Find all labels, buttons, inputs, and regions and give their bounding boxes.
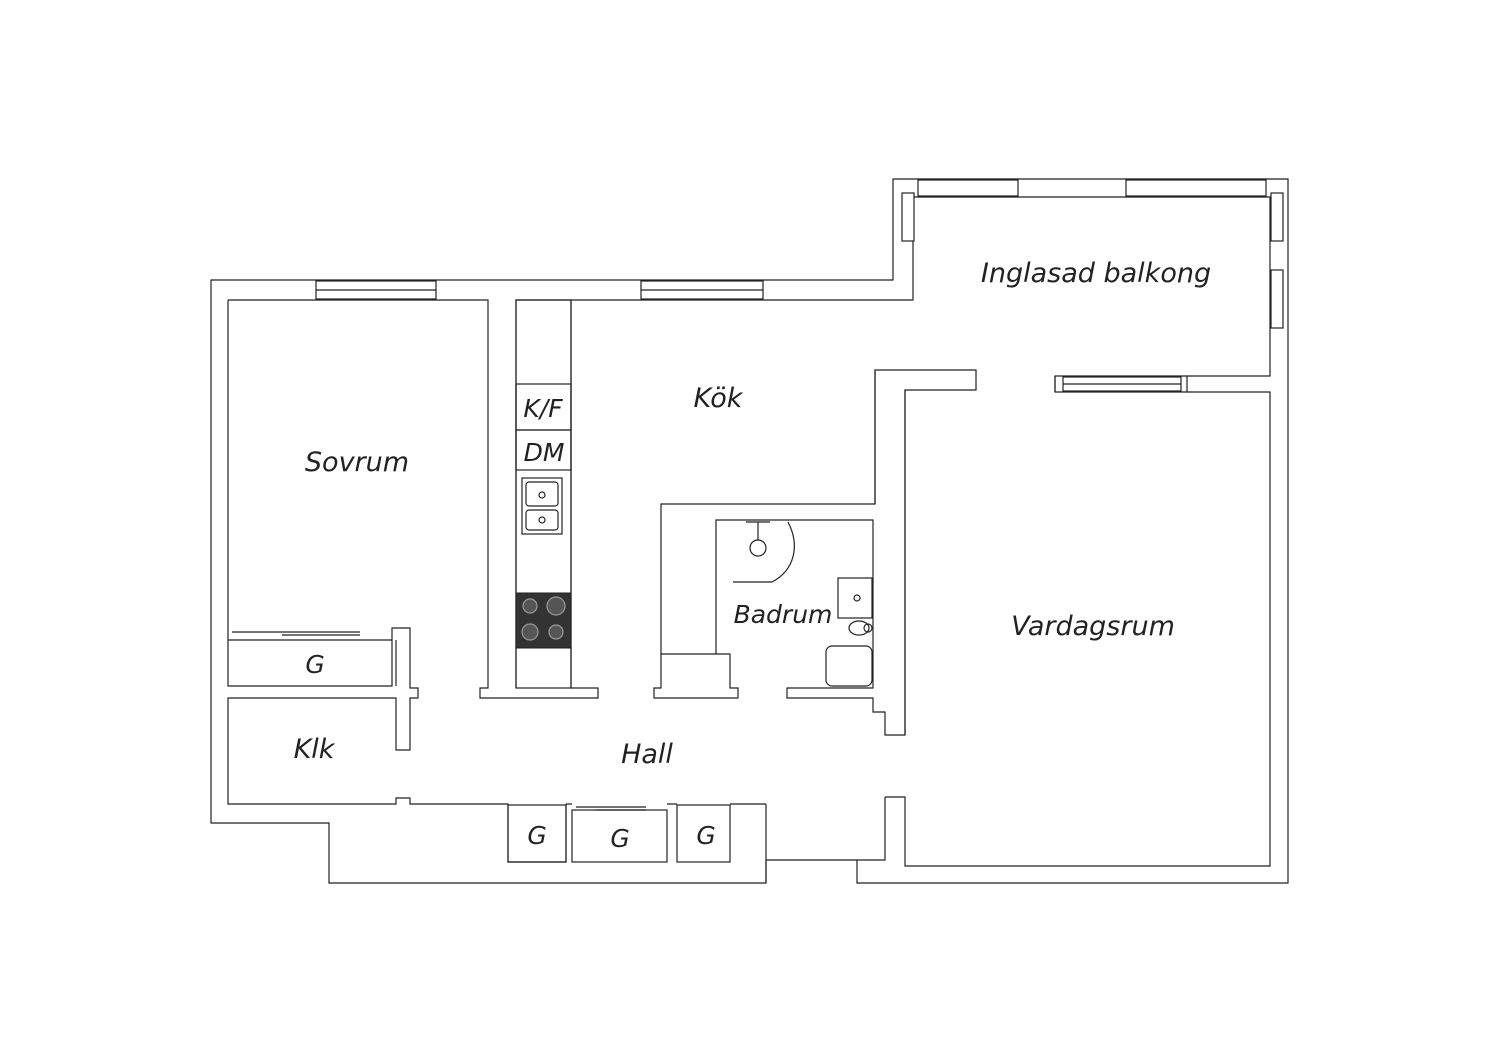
bathroom-label: Badrum <box>734 600 833 629</box>
hall-label: Hall <box>621 739 673 770</box>
bedroom-wardrobe-label: G <box>305 650 324 679</box>
hall-wardrobe-3 <box>676 804 731 863</box>
hall-lower-wall <box>566 803 767 883</box>
bath-left-wall <box>653 653 739 699</box>
dishwasher <box>515 429 572 471</box>
hall-wardrobe-1-label: G <box>527 821 546 850</box>
stove-icon <box>515 592 572 649</box>
balcony-label: Inglasad balkong <box>981 258 1211 289</box>
bedroom-inner <box>228 639 397 686</box>
window-icon <box>315 179 1284 392</box>
shower-icon <box>733 521 795 583</box>
kitchen-label: Kök <box>694 383 744 414</box>
bedroom-wall <box>227 300 567 863</box>
bathtub-icon <box>825 645 873 687</box>
hall-wardrobe-3-label: G <box>696 821 715 850</box>
hall-wardrobe-1 <box>507 804 567 863</box>
kitchen-bath-wall <box>660 369 977 736</box>
sliding-door-icon <box>232 631 646 811</box>
kitchen-counter <box>515 299 572 689</box>
living-label: Vardagsrum <box>1011 611 1175 642</box>
closet-label: Klk <box>294 734 336 765</box>
bedroom-label: Sovrum <box>305 447 409 478</box>
washbasin-icon <box>837 577 873 619</box>
toilet-icon <box>848 620 873 636</box>
living-top <box>1054 375 1188 393</box>
fridge-freezer-label: K/F <box>523 394 563 423</box>
sink-icon <box>521 477 563 535</box>
dishwasher-label: DM <box>524 438 565 467</box>
hall-wardrobe-2-label: G <box>610 824 629 853</box>
top-inner-wall <box>571 196 1271 377</box>
